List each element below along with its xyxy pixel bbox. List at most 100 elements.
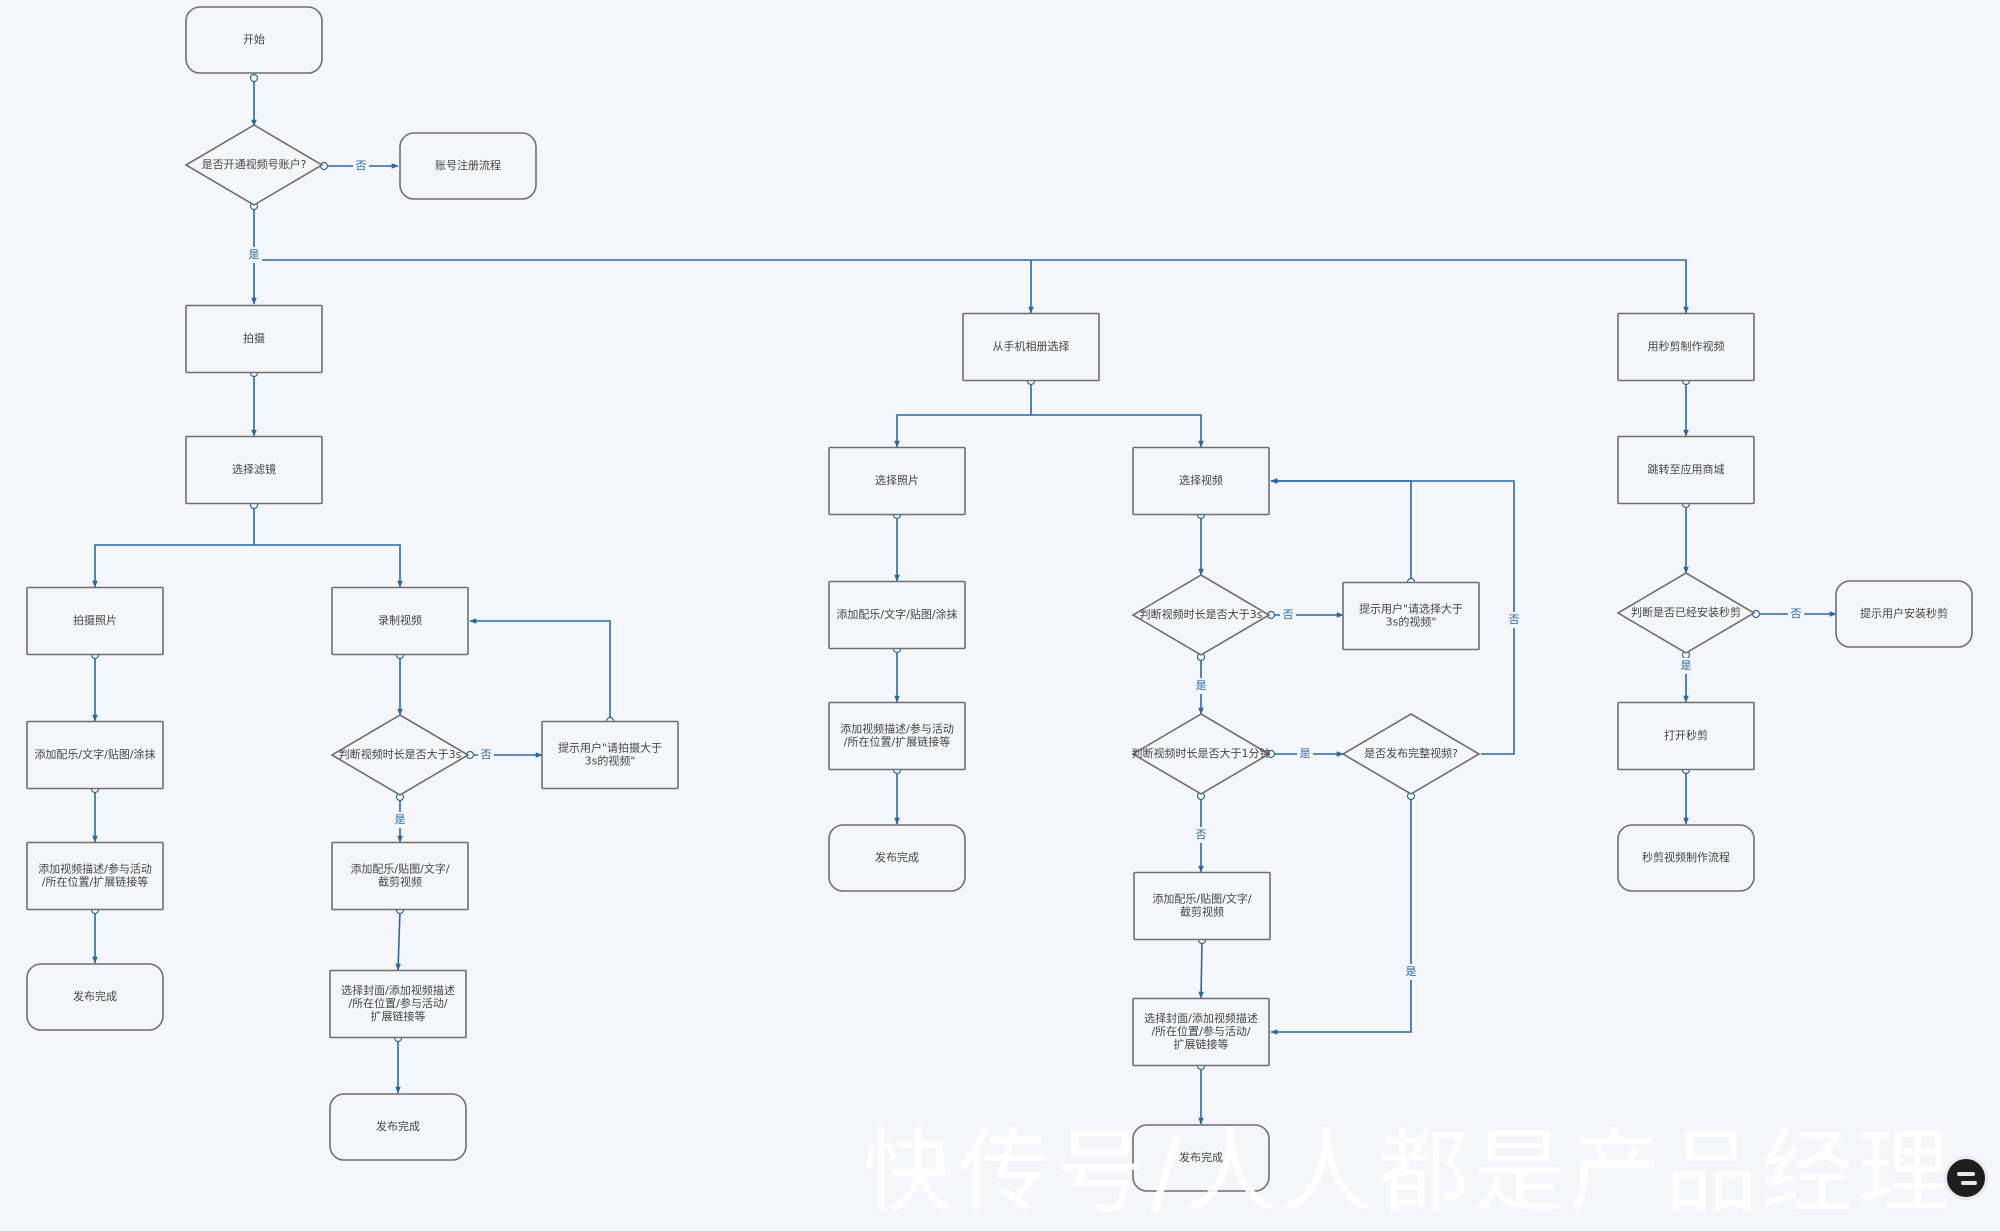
process-box (1617, 435, 1755, 505)
terminal-box (26, 963, 164, 1031)
edge-label-no: 否 (356, 159, 367, 172)
node-rec-done: 发布完成 (329, 1093, 467, 1161)
node-label: 开始 (243, 32, 265, 46)
terminal-box (1617, 824, 1755, 892)
process-box (828, 446, 966, 516)
terminal-box (828, 824, 966, 892)
node-label: 判断视频时长是否大于1分钟 (1132, 746, 1271, 760)
process-box (1132, 446, 1270, 516)
node-rec-select-cover: 选择封面/添加视频描述/所在位置/参与活动/扩展链接等 (329, 969, 467, 1039)
edge-label-bg (1403, 964, 1419, 980)
connector-line (92, 505, 255, 588)
node-av-full-publish: 是否发布完整视频? (1341, 713, 1481, 795)
terminal-box (1132, 1124, 1270, 1192)
node-label: 是否开通视频号账户? (202, 157, 307, 171)
connector-line (1198, 939, 1204, 999)
node-label: 添加视频描述/参与活动/所在位置/扩展链接等 (38, 862, 152, 889)
edge-label-no: 否 (1196, 828, 1207, 841)
node-start: 开始 (185, 6, 323, 74)
node-label: 选择视频 (1179, 473, 1223, 487)
process-box (329, 969, 467, 1039)
node-av-judge-3s: 判断视频时长是否大于3s (1131, 574, 1271, 656)
node-mj-flow: 秒剪视频制作流程 (1617, 824, 1755, 892)
decision-diamond (184, 124, 324, 206)
connector-line (469, 618, 611, 721)
connector-line (894, 381, 1032, 448)
node-register: 账号注册流程 (399, 132, 537, 200)
nodes: 开始是否开通视频号账户?账号注册流程拍摄选择滤镜拍摄照片录制视频添加配乐/文字/… (26, 6, 1973, 1192)
node-ap-done: 发布完成 (828, 824, 966, 892)
decision-diamond (330, 714, 470, 796)
node-av-done: 发布完成 (1132, 1124, 1270, 1192)
node-label: 添加配乐/文字/贴图/涂抹 (34, 747, 155, 761)
connector-start-dot (249, 73, 259, 83)
process-box (185, 435, 323, 505)
node-label: 拍摄照片 (73, 613, 117, 627)
edge-label-bg (1280, 607, 1296, 623)
node-label: 从手机相册选择 (993, 339, 1070, 353)
edge-label-bg (1506, 612, 1522, 628)
edge-label-bg (392, 812, 408, 828)
node-album: 从手机相册选择 (962, 312, 1100, 382)
process-box (1342, 581, 1480, 651)
edge-label-bg (1678, 658, 1694, 674)
node-label: 选择滤镜 (232, 462, 276, 476)
process-box (185, 304, 323, 374)
node-photo-add-music: 添加配乐/文字/贴图/涂抹 (26, 720, 164, 790)
watermark-logo-icon (1944, 1156, 1988, 1200)
terminal-box (1835, 580, 1973, 648)
node-label: 打开秒剪 (1664, 728, 1708, 742)
node-label: 是否发布完整视频? (1364, 746, 1458, 760)
node-label: 提示用户安装秒剪 (1860, 606, 1948, 620)
process-box (962, 312, 1100, 382)
node-album-select-video: 选择视频 (1132, 446, 1270, 516)
node-prompt-install: 提示用户安装秒剪 (1835, 580, 1973, 648)
connector-line (1031, 414, 1204, 448)
edge-label-yes: 是 (395, 813, 406, 826)
node-ap-add-desc: 添加视频描述/参与活动/所在位置/扩展链接等 (828, 701, 966, 771)
node-av-judge-1min: 判断视频时长是否大于1分钟 (1131, 713, 1271, 795)
node-label: 跳转至应用商城 (1648, 462, 1725, 476)
edge-label-no: 否 (1791, 607, 1802, 620)
node-label: 选择照片 (875, 473, 919, 487)
node-label: 判断视频时长是否大于3s (1140, 607, 1263, 621)
edge-label-bg (353, 158, 369, 174)
process-box (26, 720, 164, 790)
decision-diamond (1616, 572, 1756, 654)
connector-line (1270, 796, 1412, 1035)
edge-label-yes: 是 (1406, 965, 1417, 978)
edge-label-bg (1788, 606, 1804, 622)
process-box (828, 701, 966, 771)
process-box (1617, 312, 1755, 382)
terminal-box (329, 1093, 467, 1161)
node-has-account: 是否开通视频号账户? (184, 124, 324, 206)
connector-line (395, 909, 402, 971)
node-av-add-music: 添加配乐/贴图/文字/截剪视频 (1133, 871, 1271, 941)
node-rec-add-music: 添加配乐/贴图/文字/截剪视频 (331, 841, 469, 911)
node-label: 添加配乐/文字/贴图/涂抹 (836, 607, 957, 621)
connector-line (254, 259, 1689, 314)
process-box (541, 720, 679, 790)
node-jump-store: 跳转至应用商城 (1617, 435, 1755, 505)
process-box (1132, 997, 1270, 1067)
edge-label-bg (246, 247, 262, 263)
process-box (26, 586, 164, 656)
edge-label-no: 否 (1509, 613, 1520, 626)
node-shoot: 拍摄 (185, 304, 323, 374)
node-label: 秒剪视频制作流程 (1642, 850, 1730, 864)
node-record-video: 录制视频 (331, 586, 469, 656)
node-filter: 选择滤镜 (185, 435, 323, 505)
process-box (331, 586, 469, 656)
node-label: 选择封面/添加视频描述/所在位置/参与活动/扩展链接等 (341, 983, 455, 1023)
node-album-select-photo: 选择照片 (828, 446, 966, 516)
connector-line (1270, 478, 1412, 582)
node-label: 用秒剪制作视频 (1648, 339, 1725, 353)
node-label: 发布完成 (875, 850, 919, 864)
decision-diamond (1131, 713, 1271, 795)
